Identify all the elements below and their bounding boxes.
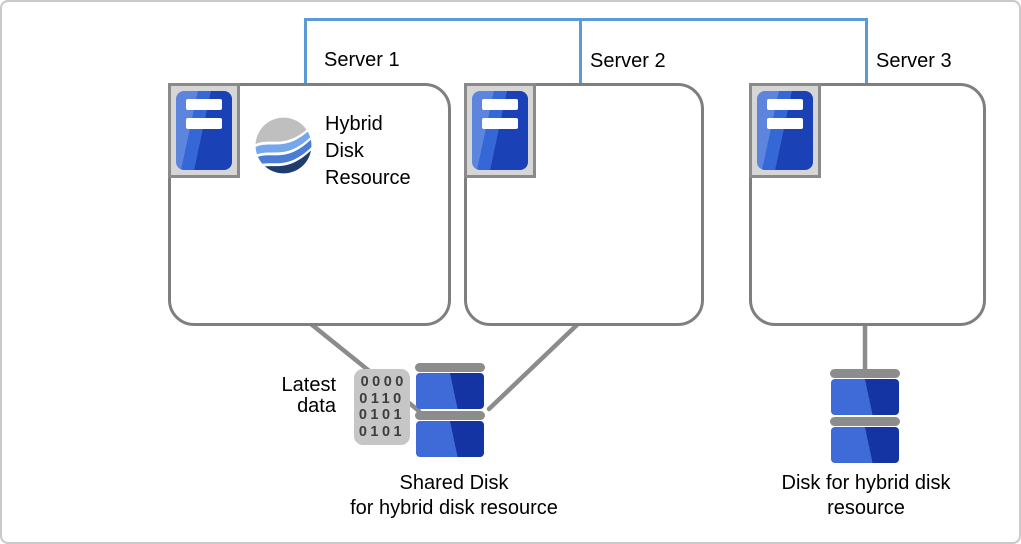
binary-data-icon: 0000 0110 0101 0101 — [354, 369, 410, 445]
disk-cap — [830, 417, 900, 426]
server-tower — [176, 91, 232, 170]
server-slot-bar — [767, 99, 803, 110]
server3-label: Server 3 — [876, 50, 952, 72]
hybrid-disk-resource-icon — [255, 117, 312, 174]
server1-label: Server 1 — [324, 49, 400, 71]
hybrid-disk-resource-label: Hybrid Disk Resource — [325, 113, 411, 189]
server-tower — [757, 91, 813, 170]
server-slot-bar — [186, 99, 222, 110]
connector-server2-shared-disk — [486, 319, 583, 412]
server-slot-bar — [482, 99, 518, 110]
shared-disk-icon — [415, 363, 485, 459]
server2-label: Server 2 — [590, 50, 666, 72]
disk-cap — [415, 363, 485, 372]
disk-cap — [830, 369, 900, 378]
disk-platter — [831, 427, 899, 463]
disk-platter — [416, 421, 484, 457]
server-icon — [168, 83, 240, 178]
server3-box — [749, 83, 986, 326]
disk-platter — [831, 379, 899, 415]
server1-box: Hybrid Disk Resource — [168, 83, 451, 326]
server2-box — [464, 83, 704, 326]
disk-icon — [830, 369, 900, 465]
shared-disk-label: Shared Disk for hybrid disk resource — [350, 472, 558, 519]
latest-data-label: Latest data — [281, 374, 336, 417]
server-slot-bar — [767, 118, 803, 129]
disk-cap — [415, 411, 485, 420]
server-icon — [749, 83, 821, 178]
server-slot-bar — [482, 118, 518, 129]
server-tower — [472, 91, 528, 170]
server-slot-bar — [186, 118, 222, 129]
hybrid-disk-label: Disk for hybrid disk resource — [781, 472, 951, 519]
server-icon — [464, 83, 536, 178]
disk-platter — [416, 373, 484, 409]
